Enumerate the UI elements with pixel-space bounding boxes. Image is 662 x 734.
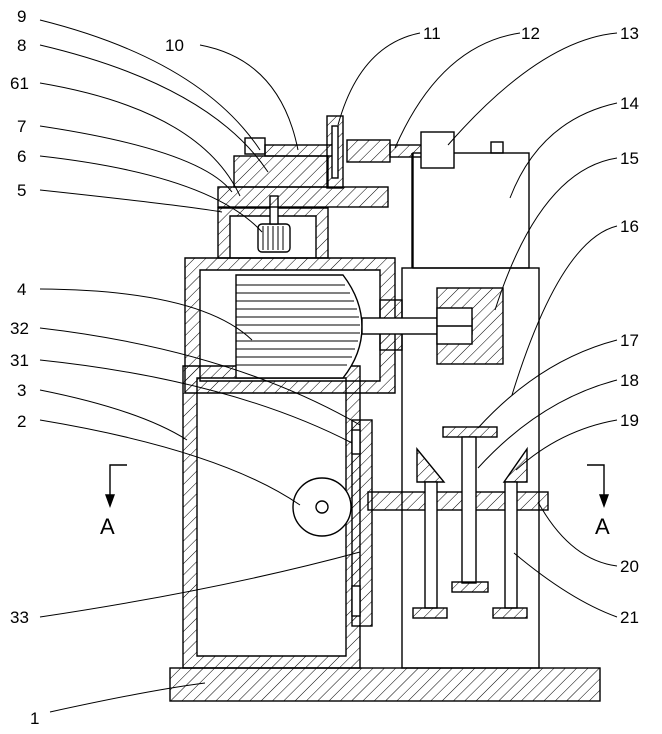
rod-top-cap	[443, 427, 497, 437]
label-4: 4	[17, 280, 26, 299]
upper-cabinet	[413, 153, 529, 268]
small-block	[421, 132, 454, 168]
label-33: 33	[10, 608, 29, 627]
shaft-wheel	[293, 478, 351, 536]
side-plate-inner-lower	[352, 586, 360, 616]
label-10: 10	[165, 36, 184, 55]
right-leg-foot	[493, 608, 527, 618]
label-9: 9	[17, 7, 26, 26]
label-20: 20	[620, 557, 639, 576]
left-leg-foot	[413, 608, 447, 618]
left-leg	[425, 482, 437, 608]
label-19: 19	[620, 411, 639, 430]
label-32: 32	[10, 319, 29, 338]
left-cutter	[417, 449, 444, 482]
label-12: 12	[521, 24, 540, 43]
central-rod	[462, 437, 476, 583]
label-13: 13	[620, 24, 639, 43]
section-marker-left	[106, 465, 127, 506]
label-6: 6	[17, 147, 26, 166]
section-letter-left: A	[100, 514, 115, 539]
base-plate	[170, 668, 600, 701]
section-letter-right: A	[595, 514, 610, 539]
label-2: 2	[17, 412, 26, 431]
label-16: 16	[620, 217, 639, 236]
label-17: 17	[620, 331, 639, 350]
connecting-rod	[347, 140, 390, 162]
label-61: 61	[10, 74, 29, 93]
side-plate-inner	[352, 430, 360, 454]
cabinet-top-knob	[491, 142, 503, 153]
top-bar	[265, 145, 335, 156]
label-1: 1	[30, 709, 39, 728]
label-5: 5	[17, 181, 26, 200]
horizontal-plate	[368, 492, 548, 510]
label-7: 7	[17, 117, 26, 136]
label-31: 31	[10, 351, 29, 370]
vertical-pin-core	[332, 126, 338, 178]
label-3: 3	[17, 381, 26, 400]
upper-plate	[218, 187, 388, 207]
top-knob	[245, 138, 265, 154]
central-rod-foot	[452, 582, 488, 592]
right-cutter	[504, 449, 527, 482]
cam-block	[234, 156, 328, 187]
label-15: 15	[620, 149, 639, 168]
motor-body	[236, 275, 362, 378]
label-14: 14	[620, 94, 639, 113]
label-21: 21	[620, 608, 639, 627]
label-11: 11	[423, 24, 441, 43]
right-leg	[505, 482, 517, 608]
label-8: 8	[17, 36, 26, 55]
label-18: 18	[620, 371, 639, 390]
section-marker-right	[587, 465, 608, 506]
